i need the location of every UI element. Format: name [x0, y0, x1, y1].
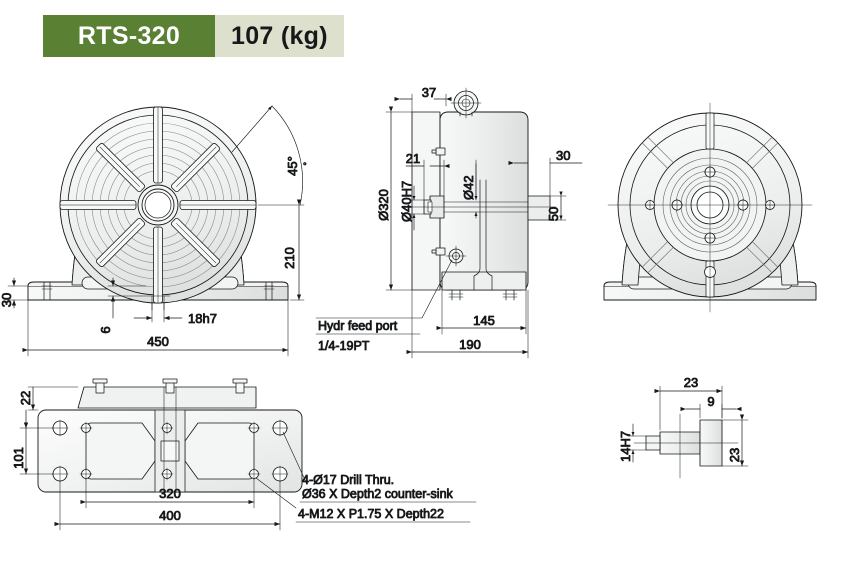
dim-front-keyway-18h7: 18h7 — [188, 311, 217, 326]
dim-plan-320: 320 — [159, 486, 181, 501]
drill-thru-note-line1: 4-Ø17 Drill Thru. — [302, 473, 394, 487]
weight-badge: 107 (kg) — [215, 15, 344, 57]
dim-side-21: 21 — [406, 151, 420, 166]
dim-plan-22: 22 — [18, 391, 33, 405]
dim-side-190: 190 — [459, 337, 481, 352]
dim-front-base-30: 30 — [0, 293, 14, 307]
hydr-feed-port-label: Hydr feed port — [318, 319, 398, 333]
dim-side-37: 37 — [422, 85, 436, 100]
dim-plan-400: 400 — [159, 508, 181, 523]
front-view: 45° ° 210 30 6 18h7 450 — [0, 105, 307, 357]
dim-side-50: 50 — [546, 207, 561, 221]
rear-view — [603, 102, 817, 313]
hydr-feed-port-thread: 1/4-19PT — [318, 339, 370, 353]
dim-front-keyway-6: 6 — [98, 326, 113, 333]
drill-thru-note-line2: Ø36 X Depth2 counter-sink — [302, 487, 454, 501]
dim-front-width-450: 450 — [147, 334, 169, 349]
plan-view: 22 101 320 400 4-Ø17 Drill Thru. Ø36 X D… — [11, 378, 477, 531]
tap-note-line1: 4-M12 X P1.75 X Depth22 — [298, 507, 444, 521]
dim-detail-len-23: 23 — [684, 375, 698, 390]
dim-side-145: 145 — [473, 313, 495, 328]
dim-front-height-210: 210 — [282, 247, 297, 269]
dim-detail-14H7: 14H7 — [618, 431, 633, 462]
side-view: 37 Ø320 21 Ø40H7 Ø42 30 50 — [315, 85, 583, 359]
dim-detail-9: 9 — [707, 394, 714, 409]
dim-side-dia-40H7: Ø40H7 — [399, 181, 414, 222]
dim-side-dia-42: Ø42 — [461, 175, 476, 200]
dim-side-dia-320: Ø320 — [376, 189, 391, 221]
spec-header: RTS-320 107 (kg) — [43, 15, 344, 57]
degree-sign: ° — [303, 161, 307, 171]
dim-plan-101: 101 — [11, 447, 26, 469]
dim-side-30: 30 — [556, 148, 570, 163]
key-detail-view: 23 9 14H7 23 — [618, 375, 749, 479]
dim-detail-dia-23: 23 — [727, 448, 742, 462]
dim-front-angle-45: 45° — [285, 156, 300, 176]
model-badge: RTS-320 — [43, 15, 215, 57]
